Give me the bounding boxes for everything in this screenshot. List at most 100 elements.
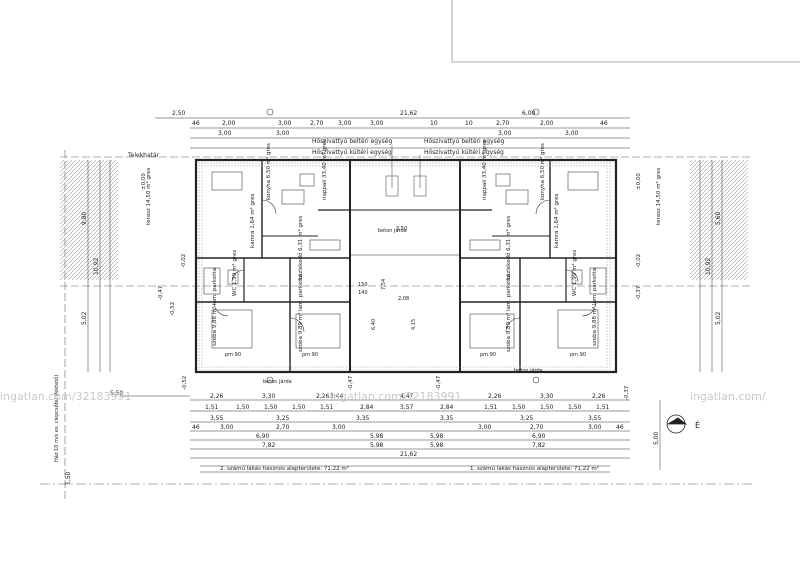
room-label: terasz 14,50 m² gres	[655, 168, 662, 225]
level-marker: -0,02	[636, 254, 642, 268]
dim-label: 5,02	[715, 311, 722, 325]
dim-label: 2,70	[310, 120, 324, 127]
property-lines	[40, 0, 800, 500]
dim-label: 10	[465, 120, 473, 127]
concrete-path-label: beton járda	[263, 378, 292, 385]
room-label: szoba 9,88 m² lam. parketta	[591, 268, 598, 346]
dim-label: 1,51	[484, 404, 498, 411]
top-dimensions	[155, 117, 630, 149]
dim-label: 3,00	[565, 130, 579, 137]
level-marker: -0,52	[170, 302, 176, 316]
heat-pump-indoor-label: Hőszivattyú beltéri egység	[312, 138, 392, 145]
dim-label: 5,98	[370, 433, 384, 440]
axis-markers	[266, 108, 540, 384]
concrete-path-label: beton járda	[378, 227, 407, 234]
dim-label: 3,25	[276, 415, 290, 422]
room-label: konyha 6,50 m² gres	[265, 143, 272, 200]
dim-label: 4,47	[400, 393, 414, 400]
dim-label: 10,92	[93, 258, 100, 275]
dim-label: 3,00	[588, 424, 602, 431]
dim-label: 3,00	[220, 424, 234, 431]
dim-label: 2,26	[592, 393, 606, 400]
dim-label: 2,00	[540, 120, 554, 127]
unit1-area-label: 1. számú lakás hasznos alapterülete: 71,…	[470, 465, 599, 472]
room-label: szoba 9,88 m² lam. parketta	[211, 268, 218, 346]
wall-hatching	[198, 162, 612, 370]
level-marker: -0,47	[348, 375, 354, 390]
dim-label: 3,00	[332, 424, 346, 431]
interior-labels: beton járda beton járda beton járda pm 9…	[225, 226, 586, 385]
dim-label: 2,50	[172, 110, 186, 117]
dim-label: 3,00	[276, 130, 290, 137]
dim-label: 3,30	[540, 393, 554, 400]
room-label: WC 1,99 m² gres	[231, 250, 238, 296]
interior-dim: 3,50	[396, 226, 407, 232]
north-arrow-icon	[666, 414, 688, 434]
interior-dim: 4,15	[411, 319, 417, 330]
level-marker: -0,52	[182, 376, 188, 390]
room-label: WC 1,99 m² gres	[571, 250, 578, 296]
level-marker: -0,37	[624, 385, 630, 400]
room-label: közlekedő 6,31 m² gres	[505, 216, 512, 280]
level-marker: -0,47	[158, 285, 164, 300]
dim-label: 5,98	[370, 442, 384, 449]
dim-label: 3,57	[400, 404, 414, 411]
pm-label: pm 90	[570, 352, 586, 358]
interior-dim: 150	[358, 282, 368, 288]
dim-label: 3,00	[498, 130, 512, 137]
interior-dim: 140	[358, 290, 368, 296]
side-dimension-labels: 9,80 5,02 10,92 1,50 5,60 5,02 10,92 5,0…	[65, 211, 722, 485]
dim-label: 5,02	[81, 311, 88, 325]
dim-label: 1,50	[292, 404, 306, 411]
room-label: konyha 6,50 m² gres	[539, 143, 546, 200]
dim-label: 3,35	[356, 415, 370, 422]
dim-label: 10	[430, 120, 438, 127]
bottom-dimensions	[120, 395, 630, 473]
side-note: Ház 10 m/s ex. clepcsőfel.(fektető)	[53, 375, 60, 462]
dim-label: 3,00	[478, 424, 492, 431]
dim-label: 1,51	[205, 404, 219, 411]
pm-label: pm 90	[225, 352, 241, 358]
room-label: nappali 33,40 m² gres	[481, 139, 488, 200]
watermark: ingatlan.com/32183991	[330, 390, 462, 403]
building-walls	[194, 158, 618, 374]
dim-label: 10,92	[705, 258, 712, 275]
level-marker: -0,02	[181, 254, 187, 268]
dim-label: 2,70	[276, 424, 290, 431]
dim-label: 7,82	[262, 442, 276, 449]
dim-label: 2,00	[222, 120, 236, 127]
dim-label: 2,26	[316, 393, 330, 400]
dim-label: 2,44	[330, 393, 344, 400]
dim-label: 1,51	[596, 404, 610, 411]
interior-dim: 6,40	[371, 319, 377, 330]
dim-label: 3,00	[218, 130, 232, 137]
heat-pump-outdoor-label: Hőszivattyú kültéri egység	[424, 149, 504, 156]
dim-label: 3,35	[440, 415, 454, 422]
hatched-bands	[60, 160, 748, 280]
pm-label: pm 90	[480, 352, 496, 358]
dim-label: 6,00	[522, 110, 536, 117]
dim-label: 1,50	[540, 404, 554, 411]
dim-label: 5,50	[110, 390, 124, 397]
concrete-path-label: beton járda	[514, 367, 543, 374]
room-labels: konyha 6,50 m² gres nappali 33,40 m² gre…	[145, 139, 662, 352]
furniture	[203, 171, 607, 349]
room-label: kamra 1,64 m² gres	[553, 193, 560, 248]
dim-label: 2,70	[530, 424, 544, 431]
neighbor-line-label: Telekhatár	[127, 152, 160, 159]
dim-label: 5,98	[430, 433, 444, 440]
dim-label: 1,50	[65, 471, 72, 485]
room-label: szoba 9,89 m² lam. parketta	[297, 274, 304, 352]
side-dimensions	[87, 160, 723, 470]
dim-label: 5,60	[715, 211, 722, 225]
dim-label: 3,55	[210, 415, 224, 422]
watermark: ingatlan.com/	[690, 390, 766, 403]
dim-label: 2,26	[210, 393, 224, 400]
dim-label: 3,00	[338, 120, 352, 127]
heat-pump-indoor-label: Hőszivattyú beltéri egység	[424, 138, 504, 145]
dim-label: 5,00	[653, 431, 660, 445]
dim-label: 2,84	[440, 404, 454, 411]
dim-label: 2,84	[360, 404, 374, 411]
bottom-dimension-labels: 2,26 3,30 2,26 2,44 4,47 2,26 3,30 2,26 …	[192, 393, 624, 458]
